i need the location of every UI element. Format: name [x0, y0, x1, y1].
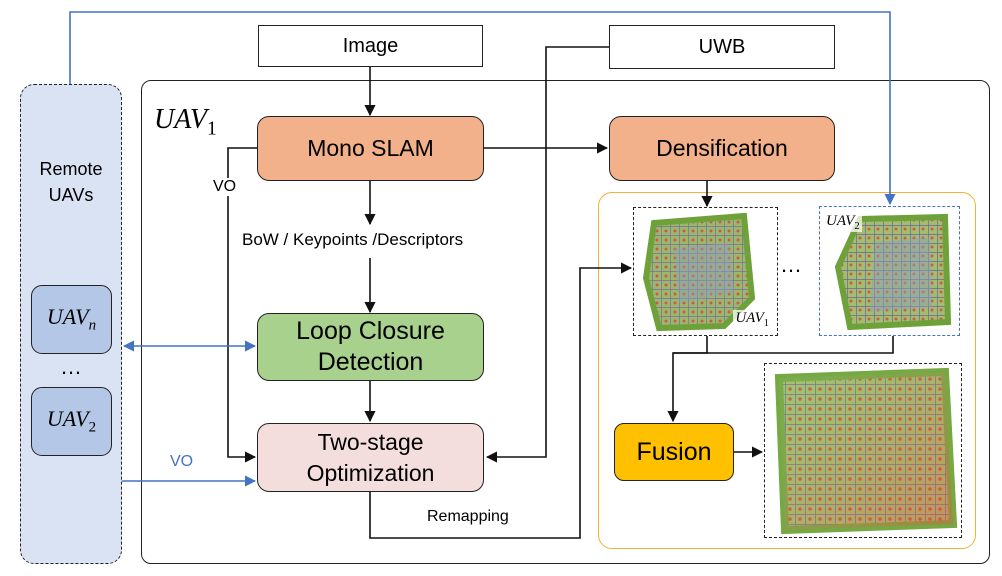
- uav2-map-to-fusion-line: [673, 336, 894, 354]
- uav2-map-frame: UAV2: [819, 206, 960, 336]
- uwb-input-label: UWB: [698, 35, 746, 58]
- image-input-box: Image: [258, 25, 483, 67]
- fused-map-frame: [764, 363, 962, 538]
- mono-slam-box: Mono SLAM: [257, 116, 484, 181]
- two-stage-line2: Optimization: [306, 459, 435, 486]
- densification-label: Densification: [656, 135, 788, 161]
- vo-path-arrow: [227, 147, 257, 463]
- two-stage-line1: Two-stage: [317, 428, 424, 455]
- remapping-arrow: [369, 262, 633, 539]
- fused-map-image: [774, 367, 958, 535]
- fusion-label: Fusion: [636, 437, 712, 466]
- loop-closure-box: Loop Closure Detection: [257, 313, 484, 381]
- uav1-container-label: UAV1: [154, 104, 217, 140]
- maps-to-fusion-arrow: [667, 336, 708, 423]
- uav2-map-label: UAV2: [824, 213, 862, 232]
- uav-n-label: UAVn: [46, 304, 97, 334]
- densification-box: Densification: [609, 116, 835, 181]
- uwb-input-box: UWB: [609, 25, 835, 69]
- remote-ellipsis: …: [60, 354, 82, 379]
- uav2-map-image: [834, 213, 952, 331]
- remapping-label: Remapping: [427, 508, 509, 525]
- two-stage-optimization-box: Two-stage Optimization: [257, 423, 484, 492]
- uav-n-box: UAVn: [31, 285, 112, 354]
- uav1-map-frame: UAV1: [633, 207, 778, 336]
- remote-to-uav2-map-arrow: [69, 11, 896, 206]
- loop-closure-line1: Loop Closure: [296, 317, 445, 345]
- uav1-map-label: UAV1: [733, 310, 771, 329]
- remote-title-line1: Remote: [39, 159, 103, 179]
- remote-title-line2: UAVs: [48, 185, 94, 205]
- uav-2-label: UAV2: [46, 406, 97, 436]
- uwb-to-twostage-arrow: [485, 46, 609, 463]
- remote-vo-label: VO: [170, 453, 194, 470]
- mono-slam-label: Mono SLAM: [307, 135, 434, 161]
- uav1-container: [141, 80, 990, 564]
- uav1-map-image: [642, 212, 756, 332]
- image-input-label: Image: [342, 34, 399, 57]
- maps-ellipsis: …: [780, 252, 802, 277]
- uav-2-box: UAV2: [31, 387, 112, 456]
- vo-label: VO: [211, 178, 239, 196]
- bow-keypoints-label: BoW / Keypoints /Descriptors: [242, 230, 464, 249]
- fusion-region: [598, 192, 976, 549]
- remote-uavs-title: Remote UAVs: [20, 156, 122, 208]
- loop-closure-line2: Detection: [317, 348, 424, 376]
- fusion-box: Fusion: [614, 423, 734, 481]
